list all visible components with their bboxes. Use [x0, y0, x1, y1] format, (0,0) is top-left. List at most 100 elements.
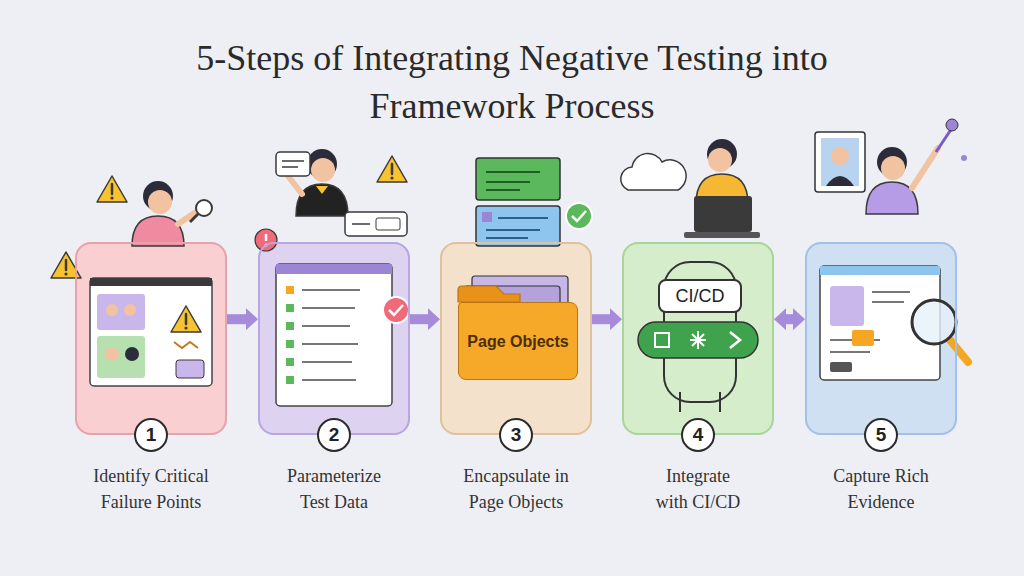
step-number: 4 [681, 418, 715, 452]
step-card: 1Identify Critical Failure Points [75, 242, 227, 435]
photo-frame [815, 132, 865, 192]
photo-frame [831, 147, 849, 165]
flow-arrow [410, 314, 428, 324]
code-window [498, 217, 548, 219]
checklist-screen [302, 307, 355, 309]
step-label: Encapsulate in Page Objects [446, 463, 586, 515]
checklist-screen [302, 325, 350, 327]
code-window [486, 218, 548, 238]
screen-panel [90, 278, 212, 386]
photo-frame [826, 176, 854, 186]
evidence-screen [872, 301, 904, 303]
checklist-screen [286, 286, 294, 294]
code-window [486, 171, 540, 173]
step-number: 3 [499, 418, 533, 452]
card-fill [75, 242, 227, 435]
checklist-screen [276, 264, 392, 274]
screen-panel [105, 347, 119, 361]
form-field [376, 218, 400, 230]
cloud-icon [621, 153, 686, 190]
laptop-icon [694, 196, 752, 232]
step-number: 1 [134, 418, 168, 452]
cloud-icon [621, 153, 686, 190]
pipeline-loop [638, 322, 758, 358]
box-label: Page Objects [467, 332, 568, 351]
checklist-screen [286, 358, 294, 366]
evidence-screen [872, 291, 910, 293]
person-figure [881, 156, 905, 180]
speech-bubble [276, 152, 310, 176]
speech-bubble [282, 166, 298, 168]
step-card: 4Integrate with CI/CDCI/CD [622, 242, 774, 435]
flow-arrow [786, 314, 793, 324]
checklist-screen [302, 361, 352, 363]
checklist-screen [276, 264, 409, 406]
code-window [486, 181, 530, 183]
step-label: Capture Rich Evidence [811, 463, 951, 515]
photo-frame [821, 138, 859, 186]
flow-arrow [227, 314, 246, 324]
step-number: 5 [864, 418, 898, 452]
photo-frame [815, 132, 865, 192]
diagram-title: 5-Steps of Integrating Negative Testing … [177, 34, 847, 130]
checklist-screen [286, 304, 294, 312]
screen-panel [90, 278, 212, 286]
checklist-screen [286, 322, 294, 330]
pipeline-loop [690, 331, 706, 349]
person-figure [912, 148, 938, 188]
checklist-screen [302, 343, 358, 345]
evidence-screen [830, 292, 910, 352]
step-card: 3Encapsulate in Page ObjectsPage Objects [440, 242, 592, 435]
magnifier-icon [912, 300, 968, 362]
screen-panel [97, 294, 145, 330]
person-figure [311, 158, 335, 182]
screen-panel [176, 360, 204, 378]
code-window [476, 206, 560, 246]
laptop-icon [684, 232, 760, 238]
screen-panel [97, 336, 145, 378]
step-label: Parameterize Test Data [274, 463, 394, 515]
pipeline-loop [719, 392, 721, 412]
step-label: Identify Critical Failure Points [76, 463, 226, 515]
checklist-screen [389, 305, 403, 315]
code-window [476, 158, 592, 246]
step-label: Integrate with CI/CD [648, 463, 748, 515]
code-window [486, 172, 540, 190]
speech-bubble [282, 160, 304, 162]
card-fill [258, 242, 410, 435]
checklist-screen [383, 297, 409, 323]
tool-icon [946, 119, 958, 131]
person-figure [288, 176, 302, 194]
screen-panel [106, 304, 118, 316]
checklist-screen [286, 340, 294, 348]
person-figure [696, 139, 748, 204]
code-window [486, 237, 528, 239]
alert-dot [265, 234, 268, 241]
code-window [476, 158, 560, 200]
flow-arrow [592, 314, 610, 324]
card-fill [805, 242, 957, 435]
checklist-screen [276, 264, 392, 406]
tool-icon [961, 155, 967, 161]
folder-back [458, 286, 520, 302]
person-figure [866, 147, 938, 214]
magnifier-icon [196, 200, 212, 216]
laptop-icon [684, 196, 760, 238]
magnifier-icon [190, 200, 212, 222]
pipeline-loop [638, 262, 758, 412]
step-number: 2 [317, 418, 351, 452]
checklist-screen [302, 290, 360, 380]
magnifier-icon [950, 340, 968, 362]
code-window [486, 229, 540, 231]
speech-bubble [276, 152, 310, 176]
box-label: CI/CD [676, 285, 725, 307]
magnifier-icon [912, 300, 956, 344]
illustration [377, 156, 407, 182]
tool-icon [0, 0, 967, 161]
screen-panel [125, 347, 139, 361]
alert-dot [255, 229, 277, 251]
person-figure [148, 190, 172, 214]
screen-panel [124, 304, 136, 316]
magnifier-icon [190, 214, 198, 222]
